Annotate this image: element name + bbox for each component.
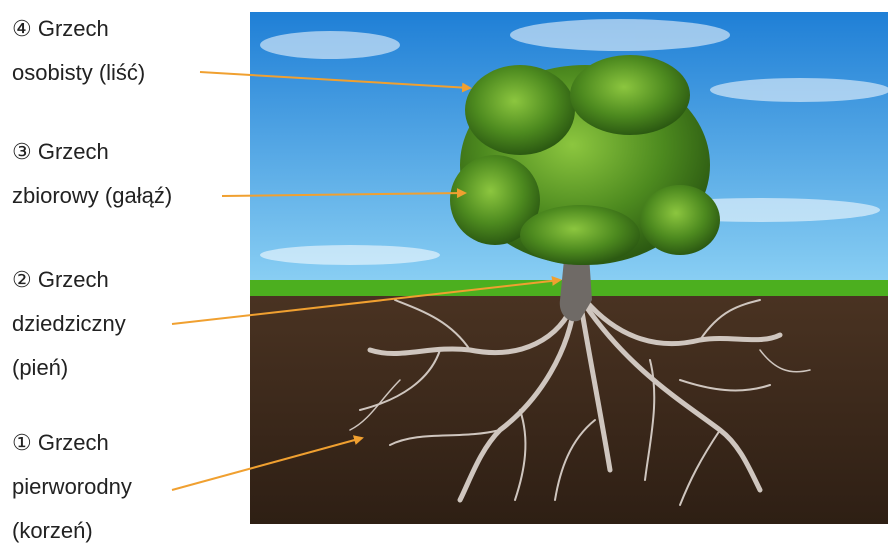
label-original-sin: ① Grzech pierworodny (korzeń) [12, 421, 132, 553]
label-line: osobisty (liść) [12, 51, 145, 95]
label-inherited-sin: ② Grzech dziedziczny (pień) [12, 258, 126, 390]
photo-panel [250, 12, 890, 524]
label-line: (korzeń) [12, 509, 132, 553]
label-line: dziedziczny [12, 302, 126, 346]
label-line: pierworodny [12, 465, 132, 509]
label-line: ② Grzech [12, 258, 126, 302]
label-line: ① Grzech [12, 421, 132, 465]
label-line: zbiorowy (gałąź) [12, 174, 172, 218]
label-collective-sin: ③ Grzech zbiorowy (gałąź) [12, 130, 172, 218]
label-personal-sin: ④ Grzech osobisty (liść) [12, 7, 145, 95]
label-line: ④ Grzech [12, 7, 145, 51]
foliage [450, 55, 720, 265]
label-line: ③ Grzech [12, 130, 172, 174]
label-line: (pień) [12, 346, 126, 390]
